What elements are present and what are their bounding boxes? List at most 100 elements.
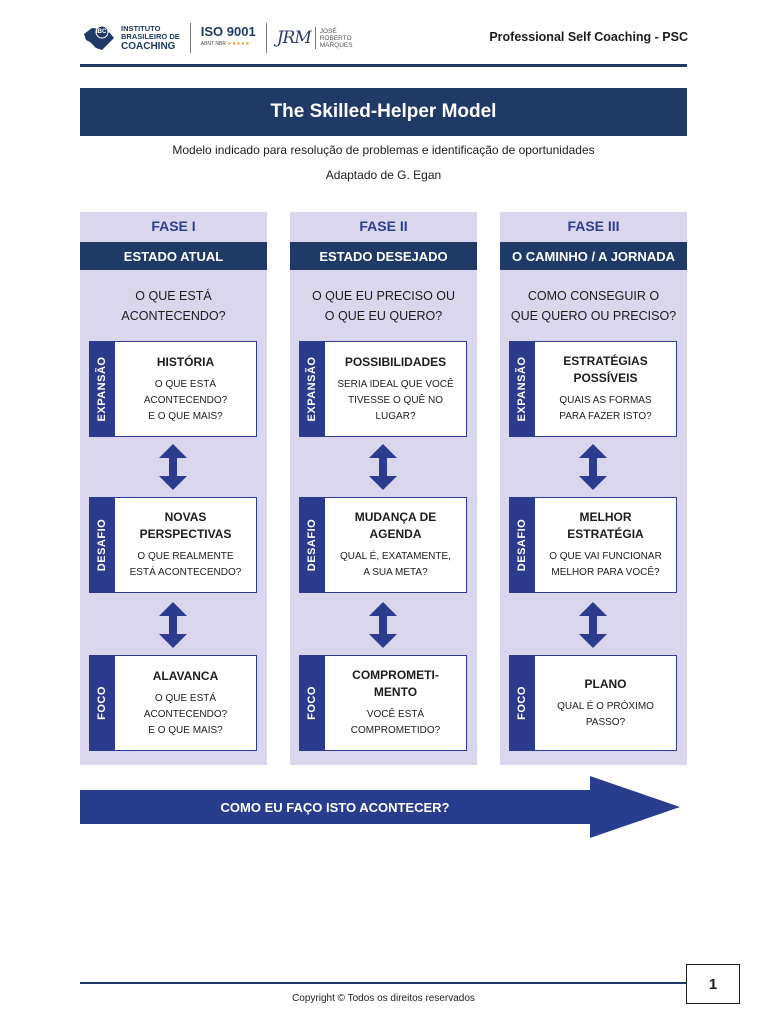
card-side-label: DESAFIO [305,518,318,572]
ibc-line-2: BRASILEIRO DE [121,31,180,41]
jrm-name: JOSÉ ROBERTO MARQUES [320,28,353,49]
card-description: O QUE REALMENTE ESTÁ ACONTECENDO? [129,551,242,578]
brazil-map-icon: IBC [80,24,116,52]
card-title: ALAVANCA [152,668,219,683]
header-logos: IBC INSTITUTO BRASILEIRO DE COACHING ISO… [80,20,353,56]
card-side-bar: EXPANSÃO [299,341,324,437]
card-side-bar: EXPANSÃO [509,341,534,437]
iso-sub: ABNT NBR ★★★★★ [201,38,256,50]
card-expansion: EXPANSÃO HISTÓRIA O QUE ESTÁ ACONTECENDO? … [89,341,257,437]
card-title: COMPROMETI- MENTO [352,668,439,699]
card-title: POSSIBILIDADES [344,354,447,369]
card-focus: FOCO PLANO QUAL É O PRÓXIMO PASSO? [509,655,677,751]
ibc-badge-text: IBC [96,29,107,35]
card-title: PLANO [584,676,627,691]
card-side-label: FOCO [95,686,108,720]
double-arrow-icon [369,444,397,490]
phase-name: FASE III [567,218,620,234]
phase-column-1: FASE I ESTADO ATUAL O QUE ESTÁ ACONTECENDO… [80,212,267,765]
card-title: ESTRATÉGIAS POSSÍVEIS [563,354,648,385]
jrm-name-2: ROBERTO [319,34,352,42]
card-description: VOCÊ ESTÁ COMPROMETIDO? [350,709,441,736]
phase-question: COMO CONSEGUIR O QUE QUERO OU PRECISO? [510,289,677,323]
ibc-wordmark: INSTITUTO BRASILEIRO DE COACHING [121,23,180,52]
card-description: O QUE ESTÁ ACONTECENDO? E O QUE MAIS? [143,692,228,736]
jrm-mark: JRM [276,28,312,48]
double-arrow-icon [369,602,397,648]
card-body: PLANO QUAL É O PRÓXIMO PASSO? [534,655,677,751]
card-body: COMPROMETI- MENTO VOCÊ ESTÁ COMPROMETIDO? [324,655,467,751]
jrm-logo: JRM JOSÉ ROBERTO MARQUES [277,27,353,49]
double-arrow-icon [579,602,607,648]
card-challenge: DESAFIO MUDANÇA DE AGENDA QUAL É, EXATAMEN… [299,497,467,593]
ibc-line-1: INSTITUTO [121,23,161,33]
card-side-bar: FOCO [299,655,324,751]
card-focus: FOCO COMPROMETI- MENTO VOCÊ ESTÁ COMPROMET… [299,655,467,751]
card-challenge: DESAFIO MELHOR ESTRATÉGIA O QUE VAI FUNCIO… [509,497,677,593]
ibc-line-3: COACHING [121,40,176,52]
card-side-label: DESAFIO [515,518,528,572]
card-description: QUAL É O PRÓXIMO PASSO? [557,700,654,728]
phase-state: O CAMINHO / A JORNADA [500,242,687,270]
copyright-text: Copyright © Todos os direitos reservados [292,993,475,1004]
card-description: O QUE VAI FUNCIONAR MELHOR PARA VOCÊ? [549,551,662,578]
card-body: ALAVANCA O QUE ESTÁ ACONTECENDO? E O QUE … [114,655,257,751]
iso-stars: ★★★★★ [227,41,250,47]
card-side-bar: DESAFIO [89,497,114,593]
phase-column-3: FASE III O CAMINHO / A JORNADA COMO CONSEG… [500,212,687,765]
card-title: MUDANÇA DE AGENDA [354,510,437,541]
phase-question: O QUE ESTÁ ACONTECENDO? [121,289,226,323]
card-side-bar: DESAFIO [509,497,534,593]
card-description: O QUE ESTÁ ACONTECENDO? E O QUE MAIS? [143,378,228,422]
card-side-label: EXPANSÃO [95,356,108,422]
card-body: HISTÓRIA O QUE ESTÁ ACONTECENDO? E O QUE … [114,341,257,437]
ibc-logo: IBC INSTITUTO BRASILEIRO DE COACHING [80,24,180,52]
iso-title: ISO 9001 [200,24,256,39]
card-challenge: DESAFIO NOVAS PERSPECTIVAS O QUE REALMENTE… [89,497,257,593]
card-body: ESTRATÉGIAS POSSÍVEIS QUAIS AS FORMAS PAR… [534,341,677,437]
phase-name: FASE I [151,218,196,234]
jrm-name-1: JOSÉ [319,27,337,35]
arrow-label: COMO EU FAÇO ISTO ACONTECER? [220,799,450,815]
jrm-divider [314,27,316,49]
subtitle-source: Adaptado de G. Egan [325,168,442,182]
card-title: NOVAS PERSPECTIVAS [139,510,232,541]
card-expansion: EXPANSÃO ESTRATÉGIAS POSSÍVEIS QUAIS AS FO… [509,341,677,437]
card-body: MUDANÇA DE AGENDA QUAL É, EXATAMENTE, A S… [324,497,467,593]
logo-divider [265,23,267,53]
card-title: MELHOR ESTRATÉGIA [567,510,644,541]
iso-logo: ISO 9001 ABNT NBR ★★★★★ [200,24,256,50]
footer-rule [80,982,687,984]
card-side-label: DESAFIO [95,518,108,572]
card-focus: FOCO ALAVANCA O QUE ESTÁ ACONTECENDO? E O … [89,655,257,751]
card-title: HISTÓRIA [156,354,215,369]
page-number: 1 [686,964,740,1004]
card-body: NOVAS PERSPECTIVAS O QUE REALMENTE ESTÁ A… [114,497,257,593]
double-arrow-icon [159,602,187,648]
card-side-label: FOCO [515,686,528,720]
card-body: MELHOR ESTRATÉGIA O QUE VAI FUNCIONAR MEL… [534,497,677,593]
subtitle: Modelo indicado para resolução de proble… [172,143,595,157]
phase-question: O QUE EU PRECISO OU O QUE EU QUERO? [311,289,456,323]
phase-state: ESTADO DESEJADO [290,242,477,270]
card-side-bar: FOCO [509,655,534,751]
jrm-name-3: MARQUES [319,41,353,49]
iso-sub-text: ABNT NBR [200,41,226,47]
right-arrow-icon [80,776,680,838]
card-description: QUAIS AS FORMAS PARA FAZER ISTO? [559,395,652,422]
double-arrow-icon [579,444,607,490]
document-title: Professional Self Coaching - PSC [489,30,688,44]
header-rule [80,64,687,67]
card-side-label: EXPANSÃO [305,356,318,422]
card-side-bar: EXPANSÃO [89,341,114,437]
card-side-bar: FOCO [89,655,114,751]
card-side-label: FOCO [305,686,318,720]
logo-divider [189,23,191,53]
phase-state: ESTADO ATUAL [80,242,267,270]
card-description: QUAL É, EXATAMENTE, A SUA META? [340,551,451,578]
card-side-bar: DESAFIO [299,497,324,593]
double-arrow-icon [159,444,187,490]
card-side-label: EXPANSÃO [515,356,528,422]
